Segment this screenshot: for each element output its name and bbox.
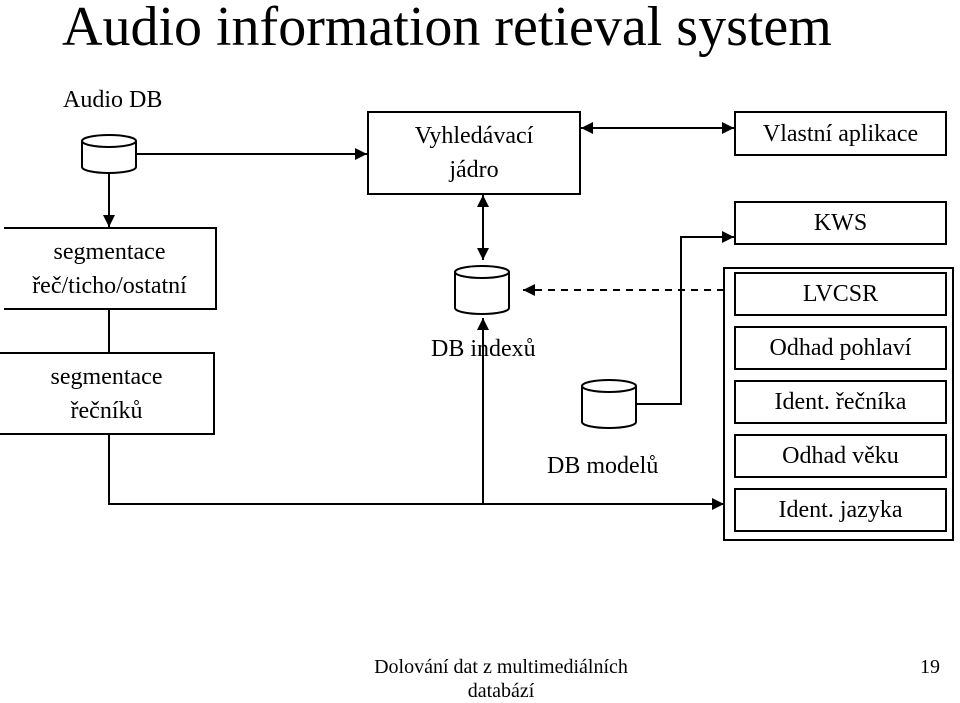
module-gender-label: Odhad pohlaví — [769, 335, 912, 361]
module-speaker-id-label: Ident. řečníka — [774, 389, 907, 415]
page-number: 19 — [920, 656, 940, 678]
db-models-label: DB modelů — [547, 453, 659, 479]
module-gender-box: Odhad pohlaví — [734, 326, 947, 370]
db-models-database-icon — [581, 379, 637, 429]
module-age-label: Odhad věku — [782, 443, 899, 469]
speech-segmentation-box: segmentace řeč/ticho/ostatní — [4, 227, 217, 310]
search-core-line1: Vyhledávací — [414, 123, 534, 149]
db-models-to-kws-arrow — [637, 231, 734, 405]
search-core-line2: jádro — [449, 157, 499, 183]
speaker-segmentation-box: segmentace řečníků — [0, 352, 215, 435]
speaker-segmentation-to-modules-arrow — [108, 435, 724, 510]
speech-segmentation-line2: řeč/ticho/ostatní — [32, 272, 187, 299]
application-label: Vlastní aplikace — [762, 120, 919, 147]
module-language-id-label: Ident. jazyka — [778, 497, 903, 523]
speaker-segmentation-line2: řečníků — [70, 397, 143, 424]
audio-db-label: Audio DB — [63, 87, 163, 113]
module-speaker-id-box: Ident. řečníka — [734, 380, 947, 424]
module-kws-label: KWS — [813, 210, 868, 236]
module-age-box: Odhad věku — [734, 434, 947, 478]
audio-db-database-icon — [81, 134, 137, 174]
slide-title: Audio information retieval system — [62, 0, 832, 58]
footer-line2: databází — [467, 680, 535, 702]
db-index-label: DB indexů — [431, 336, 536, 362]
speaker-segmentation-line1: segmentace — [50, 363, 163, 390]
footer-line1: Dolování dat z multimediálních — [374, 656, 628, 678]
footer-text: Dolování dat z multimediálních databází — [368, 655, 634, 703]
db-index-database-icon — [454, 265, 510, 315]
speech-segmentation-line1: segmentace — [53, 238, 166, 265]
application-box: Vlastní aplikace — [734, 111, 947, 156]
module-language-id-box: Ident. jazyka — [734, 488, 947, 532]
modules-frame-outer — [723, 267, 954, 541]
module-lvcsr-box: LVCSR — [734, 272, 947, 316]
module-lvcsr-label: LVCSR — [802, 281, 879, 307]
module-kws-box: KWS — [734, 201, 947, 245]
search-core-box: Vyhledávací jádro — [367, 111, 581, 195]
